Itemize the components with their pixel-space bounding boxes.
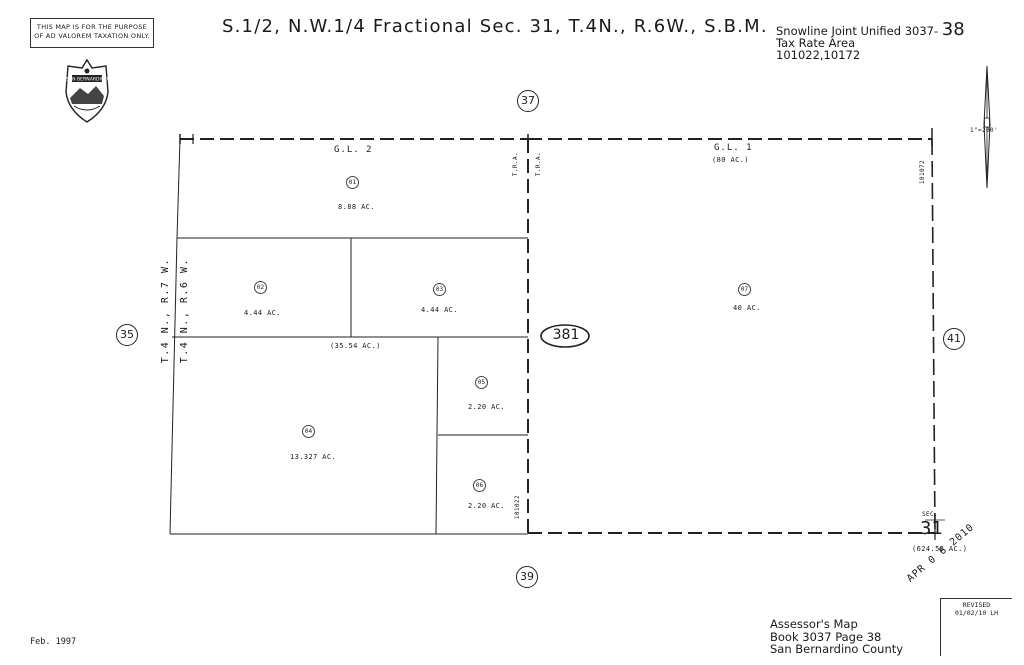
parcel-area-01: 8.88 AC.: [338, 203, 375, 211]
disclaimer-box: THIS MAP IS FOR THE PURPOSE OF AD VALORE…: [30, 18, 154, 48]
page-number: 38: [941, 19, 965, 40]
center-block-oval: [540, 324, 590, 348]
parcel-area-03: 4.44 AC.: [421, 306, 458, 314]
parcel-number-04[interactable]: 04: [302, 425, 315, 438]
parcel-area-04: 13.327 AC.: [290, 453, 337, 461]
lot-gl1-area: (80 AC.): [712, 156, 749, 164]
map-title: S.1/2, N.W.1/4 Fractional Sec. 31, T.4N.…: [222, 16, 768, 37]
parcel-number-06[interactable]: 06: [473, 479, 486, 492]
district-name: Snowline Joint Unified: [776, 24, 902, 38]
map-footer: Assessor's Map Book 3037 Page 38 San Ber…: [770, 618, 903, 656]
footer-line2: Book 3037 Page 38: [770, 629, 882, 644]
adjacent-page-left: 35: [116, 324, 138, 346]
tax-rate-area-label: Tax Rate Area: [776, 36, 856, 50]
adjacent-page-right: 41: [943, 328, 965, 350]
lot-label-gl2: G.L. 2: [334, 145, 373, 155]
adjacent-page-bottom: 39: [516, 566, 538, 588]
subtotal-area: (35.54 AC.): [330, 342, 381, 350]
disclaimer-line2: OF AD VALOREM TAXATION ONLY.: [34, 32, 150, 40]
tra-code-bottom-mid: 101022: [514, 495, 521, 520]
parcel-number-07[interactable]: 07: [738, 283, 751, 296]
parcel-number-02[interactable]: 02: [254, 281, 267, 294]
revised-value: 01/02/10 LH: [954, 609, 999, 617]
parcel-number-03[interactable]: 03: [433, 283, 446, 296]
section-number: 31: [920, 518, 943, 539]
footer-line3: San Bernardino County: [770, 642, 904, 656]
parcel-area-02: 4.44 AC.: [244, 309, 281, 317]
tax-rate-area-codes: 101022,10172: [776, 48, 861, 62]
footer-line1: Assessor's Map: [770, 617, 858, 631]
township-label-west: T.4 N., R.7 W.: [160, 258, 171, 364]
scale-label: 1"=200': [970, 127, 999, 134]
township-label-east: T.4 N., R.6 W.: [179, 258, 190, 364]
parcel-number-05[interactable]: 05: [475, 376, 488, 389]
parcel-number-01[interactable]: 01: [346, 176, 359, 189]
right-boundary: [931, 138, 936, 536]
center-block-number: 381: [552, 327, 580, 343]
district-info: Snowline Joint Unified 3037- 38 Tax Rate…: [776, 21, 965, 62]
county-seal-icon: SAN BERNARDINO: [65, 58, 109, 123]
revised-label: REVISED: [962, 601, 991, 609]
seal-text: SAN BERNARDINO: [66, 77, 108, 83]
parcel-area-05: 2.20 AC.: [468, 403, 505, 411]
section-label: SEC.: [922, 511, 939, 518]
north-arrow-icon: [983, 65, 991, 189]
tra-code-top-right: 101072: [919, 160, 926, 185]
revised-box: REVISED 01/02/10 LH: [940, 598, 1012, 656]
parcel-area-07: 40 AC.: [733, 304, 761, 312]
lot-label-gl1: G.L. 1: [714, 143, 753, 153]
adjacent-page-top: 37: [517, 90, 539, 112]
parcel-area-06: 2.20 AC.: [468, 502, 505, 510]
section-total-area: (624.58 AC.): [912, 545, 968, 553]
disclaimer-line1: THIS MAP IS FOR THE PURPOSE: [36, 23, 148, 31]
map-date: Feb. 1997: [30, 637, 77, 647]
tra-marker-a: T.R.A.: [512, 152, 519, 177]
book-number: 3037-: [904, 24, 939, 38]
tra-marker-b: T.R.A.: [535, 152, 542, 177]
